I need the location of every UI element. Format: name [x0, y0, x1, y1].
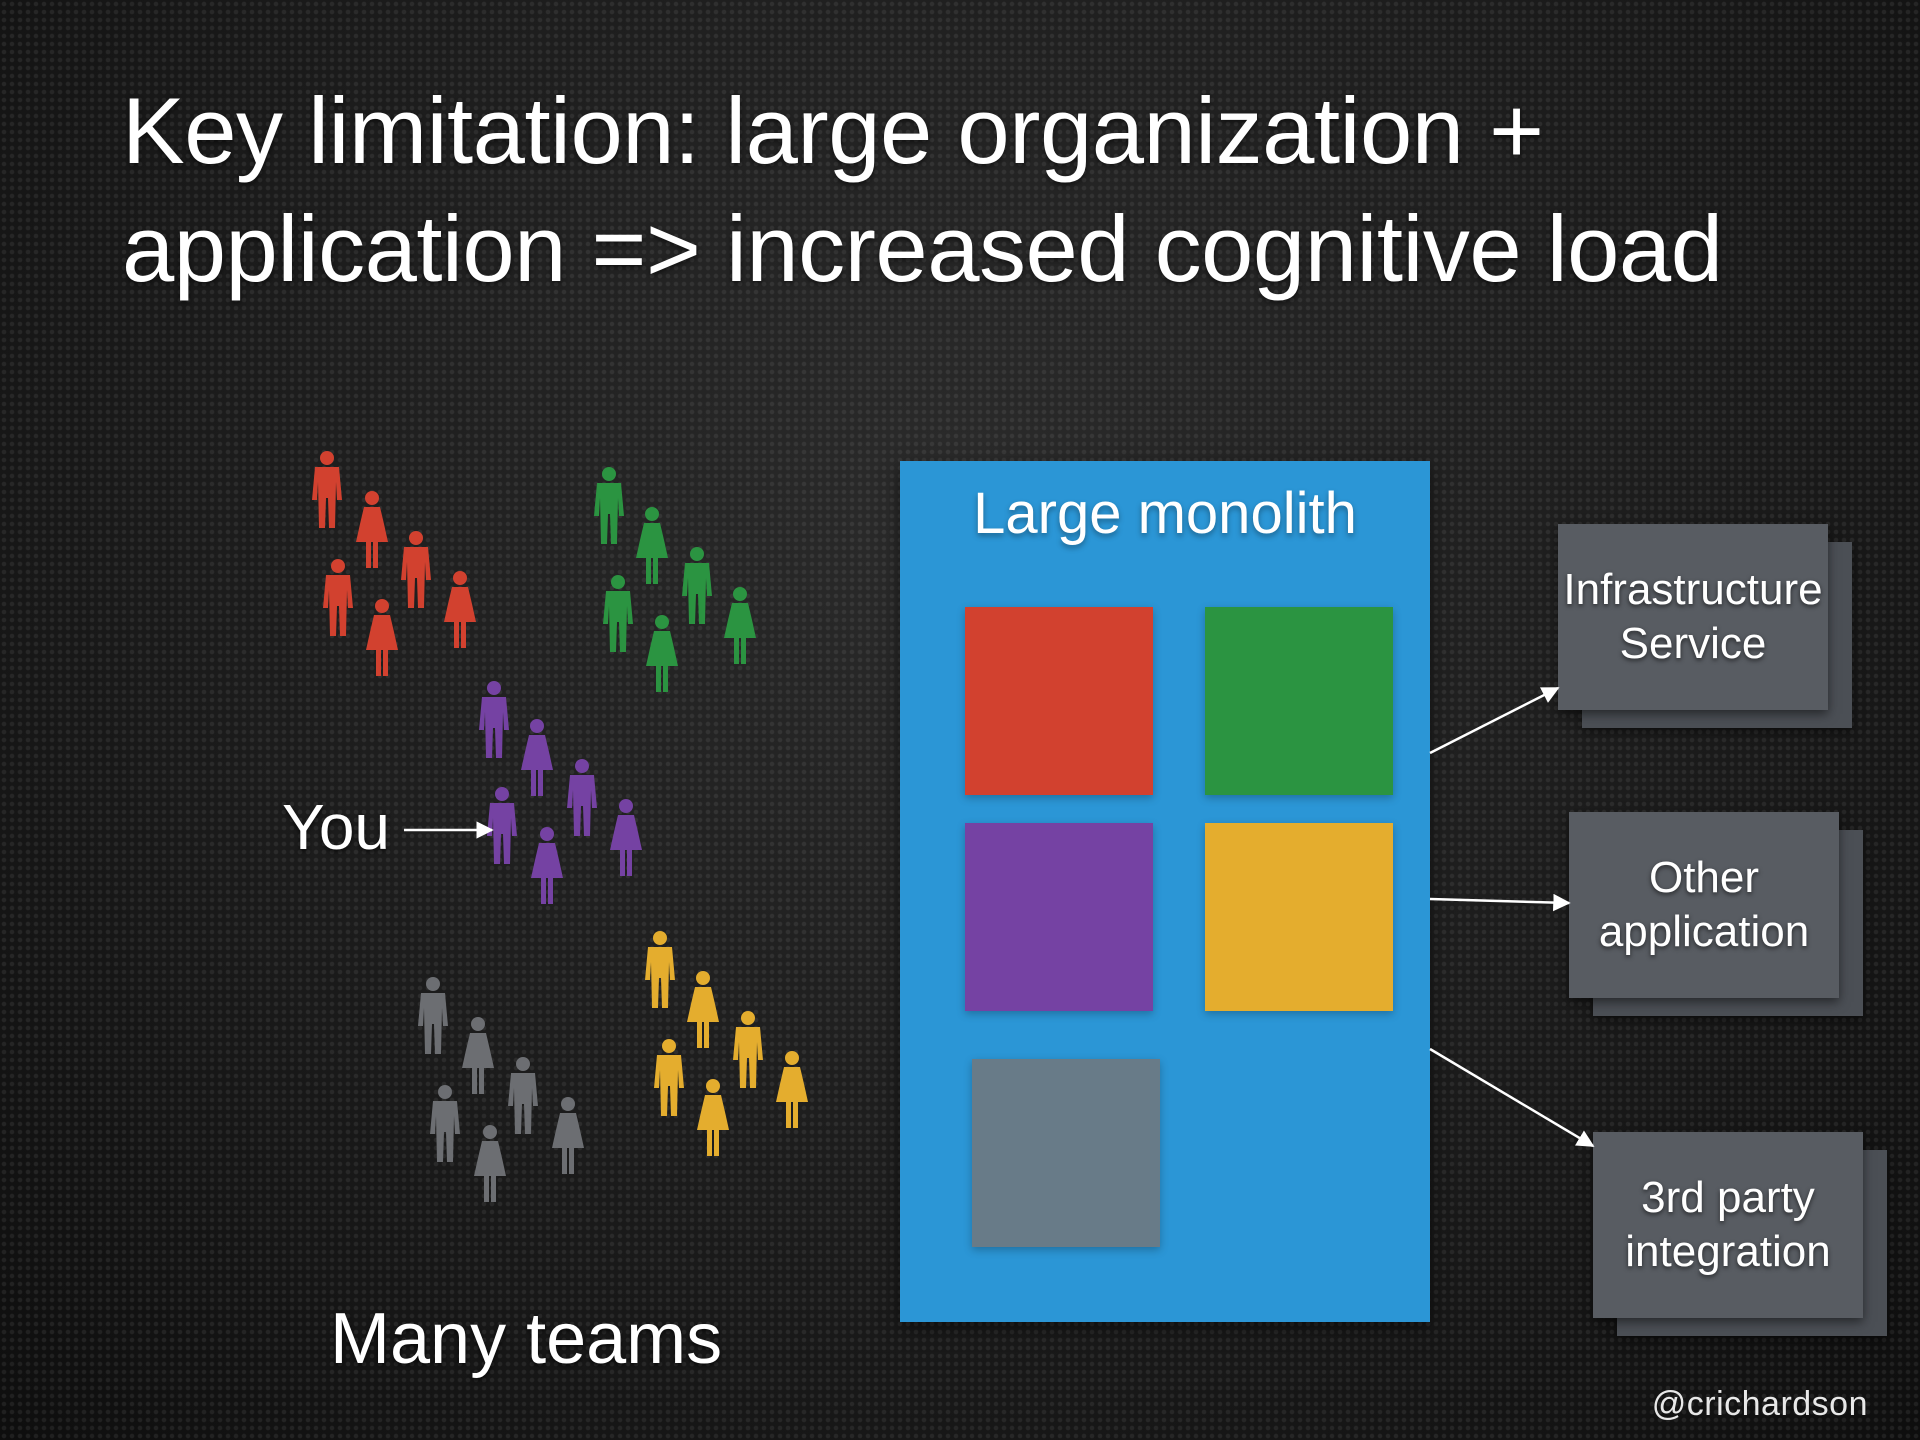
other-application-label: Other application [1598, 853, 1810, 956]
slide-title-line-2: application => increased cognitive load [122, 196, 1723, 301]
purple-team-person-1 [479, 681, 509, 758]
monolith-title: Large monolith [973, 481, 1357, 546]
purple-team-person-4 [610, 799, 642, 876]
yellow-team-person-2 [687, 971, 719, 1048]
other-application-box: Other application [1569, 812, 1863, 1016]
infrastructure-service-label: Infrastructure Service [1563, 565, 1823, 668]
green-team-person-3 [682, 547, 712, 624]
third-party-integration-box: 3rd party integration [1593, 1132, 1887, 1336]
red-team-person-2 [356, 491, 388, 568]
other-application-card: Other application [1569, 812, 1839, 998]
gray-team-person-3 [508, 1057, 538, 1134]
red-team-person-6 [366, 599, 398, 676]
red-team-person-4 [444, 571, 476, 648]
module-red [965, 607, 1153, 795]
yellow-team-person-3 [733, 1011, 763, 1088]
yellow-team-person-4 [776, 1051, 808, 1128]
many-teams-caption: Many teams [330, 1299, 723, 1379]
green-team-person-1 [594, 467, 624, 544]
purple-team-person-3 [567, 759, 597, 836]
yellow-team-person-1 [645, 931, 675, 1008]
green-team-person-5 [603, 575, 633, 652]
third-party-integration-card: 3rd party integration [1593, 1132, 1863, 1318]
infrastructure-service-card: Infrastructure Service [1558, 524, 1828, 710]
gray-team-person-4 [552, 1097, 584, 1174]
red-team-person-3 [401, 531, 431, 608]
large-monolith-box: Large monolith [900, 461, 1430, 1322]
purple-team-person-6 [531, 827, 563, 904]
gray-team-person-2 [462, 1017, 494, 1094]
module-green [1205, 607, 1393, 795]
module-yellow [1205, 823, 1393, 1011]
slide-title-line-1: Key limitation: large organization + [122, 78, 1544, 183]
module-gray [972, 1059, 1160, 1247]
yellow-team-person-6 [697, 1079, 729, 1156]
infrastructure-service-box: Infrastructure Service [1558, 524, 1852, 728]
you-label: You [282, 791, 390, 863]
green-team-person-4 [724, 587, 756, 664]
red-team-person-5 [323, 559, 353, 636]
slide-title: Key limitation: large organization + app… [122, 72, 1822, 308]
gray-team-person-1 [418, 977, 448, 1054]
green-team-person-2 [636, 507, 668, 584]
third-party-integration-label: 3rd party integration [1625, 1173, 1831, 1276]
green-team-person-6 [646, 615, 678, 692]
gray-team-person-5 [430, 1085, 460, 1162]
gray-team-person-6 [474, 1125, 506, 1202]
module-purple [965, 823, 1153, 1011]
yellow-team-person-5 [654, 1039, 684, 1116]
red-team-person-1 [312, 451, 342, 528]
author-handle: @crichardson [1651, 1385, 1868, 1423]
purple-team-person-5 [487, 787, 517, 864]
purple-team-person-2 [521, 719, 553, 796]
